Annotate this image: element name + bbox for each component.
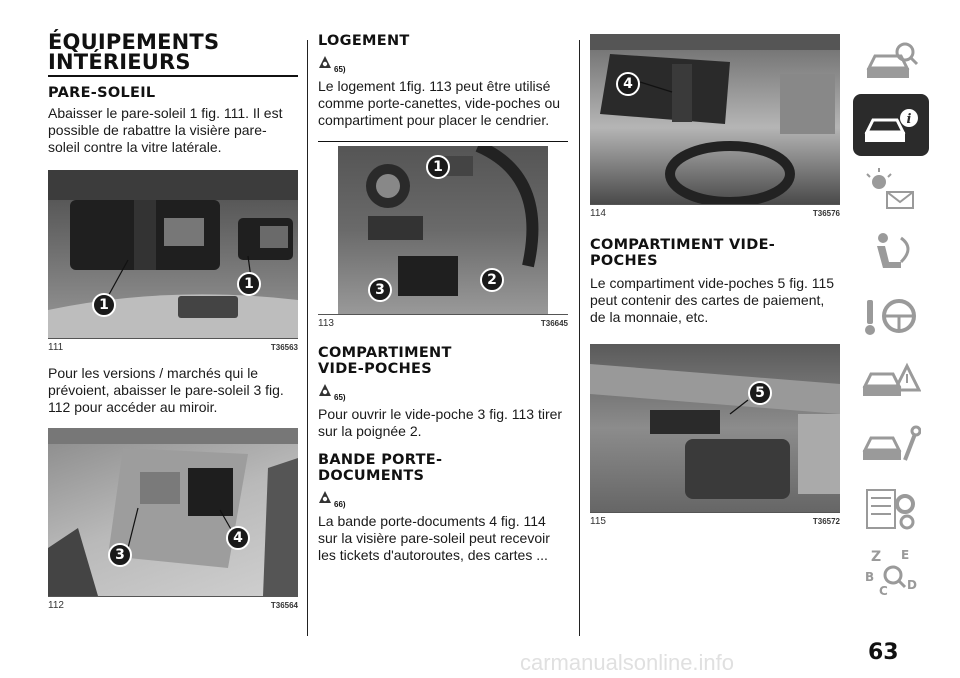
figure-113-caption: 113 T36645 xyxy=(318,314,568,329)
watermark: carmanualsonline.info xyxy=(520,650,735,675)
figure-number: 112 xyxy=(48,600,64,611)
figure-115-image: 5 xyxy=(590,344,840,512)
figure-code: T36645 xyxy=(540,319,568,328)
paragraph-miroir: Pour les versions / marchés qui le prévo… xyxy=(48,365,284,415)
section-heading-compartiment: COMPARTIMENT VIDE-POCHES xyxy=(590,237,776,269)
warning-light-message-icon xyxy=(866,168,914,209)
figure-113: 1 3 2 113 T36645 xyxy=(318,146,568,329)
tab-car-search[interactable] xyxy=(853,30,929,92)
car-wrench-icon xyxy=(862,425,921,461)
page-title: ÉQUIPEMENTS INTÉRIEURS xyxy=(48,30,220,74)
figure-114: 4 114 T36576 xyxy=(590,34,840,219)
callout-5: 5 xyxy=(748,381,772,405)
figure-number: 113 xyxy=(318,318,334,329)
sunvisor-illustration xyxy=(48,170,298,338)
index-letter-c: C xyxy=(879,584,888,598)
driver-warning-icon xyxy=(319,56,331,68)
callout-1b: 1 xyxy=(237,272,261,296)
section-heading-logement: LOGEMENT xyxy=(318,33,410,49)
page-number: 63 xyxy=(868,640,899,665)
svg-text:i: i xyxy=(907,112,912,127)
car-hazard-triangle-icon xyxy=(862,362,921,396)
tab-safety[interactable] xyxy=(853,222,929,284)
warning-ref-66: 66) xyxy=(318,490,568,509)
figure-114-image: 4 xyxy=(590,34,840,204)
callout-3: 3 xyxy=(108,543,132,567)
figure-115-caption: 115 T36572 xyxy=(590,512,840,527)
column-divider-right xyxy=(579,40,580,636)
figure-112-image: 3 4 xyxy=(48,428,298,596)
figure-code: T36572 xyxy=(812,517,840,526)
column-3: 4 114 T36576 COMPARTIMENT VIDE-POCHES Le… xyxy=(590,0,840,527)
paragraph-bande: La bande porte-documents 4 fig. 114 sur … xyxy=(318,513,550,563)
figure-code: T36576 xyxy=(812,209,840,218)
driver-warning-icon xyxy=(319,491,331,503)
dashboard-tray-illustration xyxy=(590,364,840,499)
divider xyxy=(318,141,568,142)
car-search-icon xyxy=(866,42,919,78)
column-2: LOGEMENT 65) Le logement 1fig. 113 peut … xyxy=(318,0,568,564)
callout-1: 1 xyxy=(426,155,450,179)
visor-ticket-strip-illustration xyxy=(590,34,840,204)
paragraph-compartiment: Le compartiment vide-poches 5 fig. 115 p… xyxy=(590,275,835,325)
section-heading-pare-soleil: PARE-SOLEIL xyxy=(48,85,156,101)
paragraph-vide-poches: Pour ouvrir le vide-poche 3 fig. 113 tir… xyxy=(318,406,563,439)
tab-technical-data[interactable] xyxy=(853,478,929,540)
figure-111-caption: 111 T36563 xyxy=(48,338,298,353)
paragraph-pare-soleil: Abaisser le pare-soleil 1 fig. 111. Il e… xyxy=(48,105,283,155)
section-heading-vide-poches: COMPARTIMENT VIDE-POCHES xyxy=(318,345,452,377)
figure-113-image: 1 3 2 xyxy=(338,146,548,314)
tab-car-info[interactable]: i xyxy=(853,94,929,156)
tab-maintenance[interactable] xyxy=(853,414,929,476)
figure-115: 5 115 T36572 xyxy=(590,344,840,527)
index-letter-e: E xyxy=(901,548,909,562)
key-steering-wheel-icon xyxy=(865,299,916,335)
dashboard-storage-illustration xyxy=(366,146,539,296)
car-info-icon: i xyxy=(864,109,918,142)
tab-emergency[interactable] xyxy=(853,350,929,412)
figure-111: 1 1 111 T36563 xyxy=(48,170,298,353)
callout-4: 4 xyxy=(226,526,250,550)
vanity-mirror-illustration xyxy=(48,428,298,596)
alphabet-index-search-icon: Z E B C D xyxy=(865,548,917,598)
callout-1a: 1 xyxy=(92,293,116,317)
index-letter-d: D xyxy=(907,578,917,592)
figure-112-caption: 112 T36564 xyxy=(48,596,298,611)
callout-4: 4 xyxy=(616,72,640,96)
column-1: ÉQUIPEMENTS INTÉRIEURS PARE-SOLEIL Abais… xyxy=(48,0,298,611)
figure-number: 114 xyxy=(590,208,606,219)
index-letter-z: Z xyxy=(871,549,881,565)
paragraph-logement: Le logement 1fig. 113 peut être utilisé … xyxy=(318,78,561,128)
warning-ref-65b: 65) xyxy=(318,383,568,402)
section-heading-bande: BANDE PORTE-DOCUMENTS xyxy=(318,452,443,484)
chapter-sidebar: i Z E B C D xyxy=(853,30,929,606)
figure-code: T36564 xyxy=(270,601,298,610)
figure-112: 3 4 112 T36564 xyxy=(48,428,298,611)
driver-warning-icon xyxy=(319,384,331,396)
figure-code: T36563 xyxy=(270,343,298,352)
warning-ref-65a: 65) xyxy=(318,55,568,74)
index-letter-b: B xyxy=(865,570,874,584)
callout-3: 3 xyxy=(368,278,392,302)
tab-warning-lights[interactable] xyxy=(853,158,929,220)
airbag-seat-icon xyxy=(877,233,910,268)
title-rule xyxy=(48,75,298,77)
column-divider-left xyxy=(307,40,308,636)
figure-111-image: 1 1 xyxy=(48,170,298,338)
tab-starting-driving[interactable] xyxy=(853,286,929,348)
callout-2: 2 xyxy=(480,268,504,292)
list-gear-icon xyxy=(866,489,915,530)
figure-number: 111 xyxy=(48,342,64,353)
figure-114-caption: 114 T36576 xyxy=(590,204,840,219)
figure-number: 115 xyxy=(590,516,606,527)
tab-index[interactable]: Z E B C D xyxy=(853,542,929,604)
